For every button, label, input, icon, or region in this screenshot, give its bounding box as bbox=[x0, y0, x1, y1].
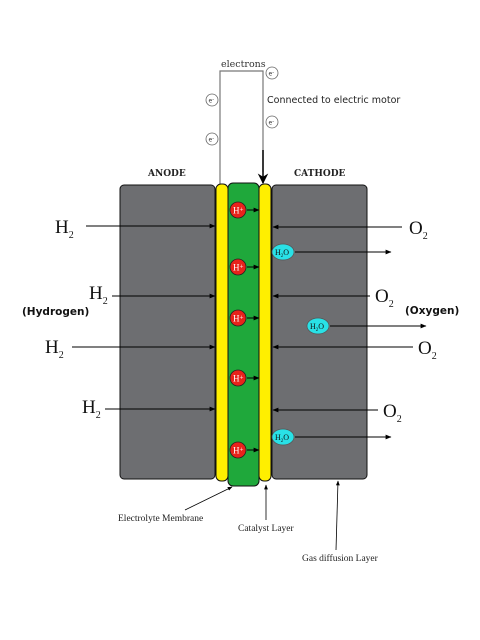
svg-text:O2: O2 bbox=[409, 218, 428, 242]
svg-text:H2: H2 bbox=[55, 217, 74, 241]
anode-catalyst-layer bbox=[215, 183, 229, 482]
svg-text:H+: H+ bbox=[233, 263, 244, 273]
hydrogen-label: (Hydrogen) bbox=[22, 306, 89, 318]
svg-text:H+: H+ bbox=[233, 374, 244, 384]
hydrogen-input: H2 bbox=[89, 283, 216, 307]
cathode-label: CATHODE bbox=[294, 169, 345, 179]
oxygen-input: O2 bbox=[272, 218, 428, 242]
gas-diffusion-layer-label: Gas diffusion Layer bbox=[302, 553, 379, 564]
svg-text:O2: O2 bbox=[375, 286, 394, 310]
catalyst-layer-label: Catalyst Layer bbox=[238, 524, 294, 534]
svg-text:H2: H2 bbox=[89, 283, 108, 307]
svg-text:H2O: H2O bbox=[275, 433, 289, 444]
oxygen-input: O2 bbox=[272, 338, 437, 362]
electron: e- bbox=[265, 115, 279, 129]
water-output: H2O bbox=[271, 428, 392, 446]
oxygen-input: O2 bbox=[272, 286, 394, 310]
gas-diffusion-pointer bbox=[335, 480, 340, 551]
svg-text:e-: e- bbox=[209, 136, 215, 144]
water-output: H2O bbox=[271, 243, 392, 261]
svg-text:H2O: H2O bbox=[275, 248, 289, 259]
svg-text:O2: O2 bbox=[383, 401, 402, 425]
svg-text:H+: H+ bbox=[233, 206, 244, 216]
svg-text:H+: H+ bbox=[233, 446, 244, 456]
anode-electrode bbox=[119, 184, 216, 480]
svg-text:H+: H+ bbox=[233, 314, 244, 324]
svg-text:e-: e- bbox=[269, 119, 275, 127]
oxygen-input: O2 bbox=[272, 401, 402, 425]
hydrogen-input: H2 bbox=[55, 217, 216, 241]
svg-text:e-: e- bbox=[209, 97, 215, 105]
electron: e- bbox=[205, 93, 219, 107]
proton: H+ bbox=[229, 441, 260, 459]
svg-text:H2: H2 bbox=[82, 397, 101, 421]
electron: e- bbox=[265, 66, 279, 80]
proton: H+ bbox=[229, 201, 260, 219]
svg-text:O2: O2 bbox=[418, 338, 437, 362]
svg-text:H2O: H2O bbox=[310, 322, 324, 333]
motor-label: Connected to electric motor bbox=[267, 95, 400, 106]
external-circuit-wire bbox=[219, 70, 264, 185]
oxygen-label: (Oxygen) bbox=[405, 305, 459, 317]
proton: H+ bbox=[229, 369, 260, 387]
anode-label: ANODE bbox=[147, 169, 186, 179]
svg-text:e-: e- bbox=[269, 70, 275, 78]
proton: H+ bbox=[229, 309, 260, 327]
hydrogen-input: H2 bbox=[82, 397, 216, 421]
electrolyte-pointer bbox=[184, 486, 233, 511]
electrolyte-membrane-label: Electrolyte Membrane bbox=[118, 514, 203, 524]
electrolyte-membrane bbox=[227, 182, 260, 487]
cathode-catalyst-layer bbox=[258, 183, 272, 482]
hydrogen-input: H2 bbox=[45, 337, 216, 361]
proton: H+ bbox=[229, 258, 260, 276]
electron: e- bbox=[205, 132, 219, 146]
electrons-label: electrons bbox=[221, 59, 266, 70]
water-output: H2O bbox=[306, 317, 427, 335]
svg-text:H2: H2 bbox=[45, 337, 64, 361]
